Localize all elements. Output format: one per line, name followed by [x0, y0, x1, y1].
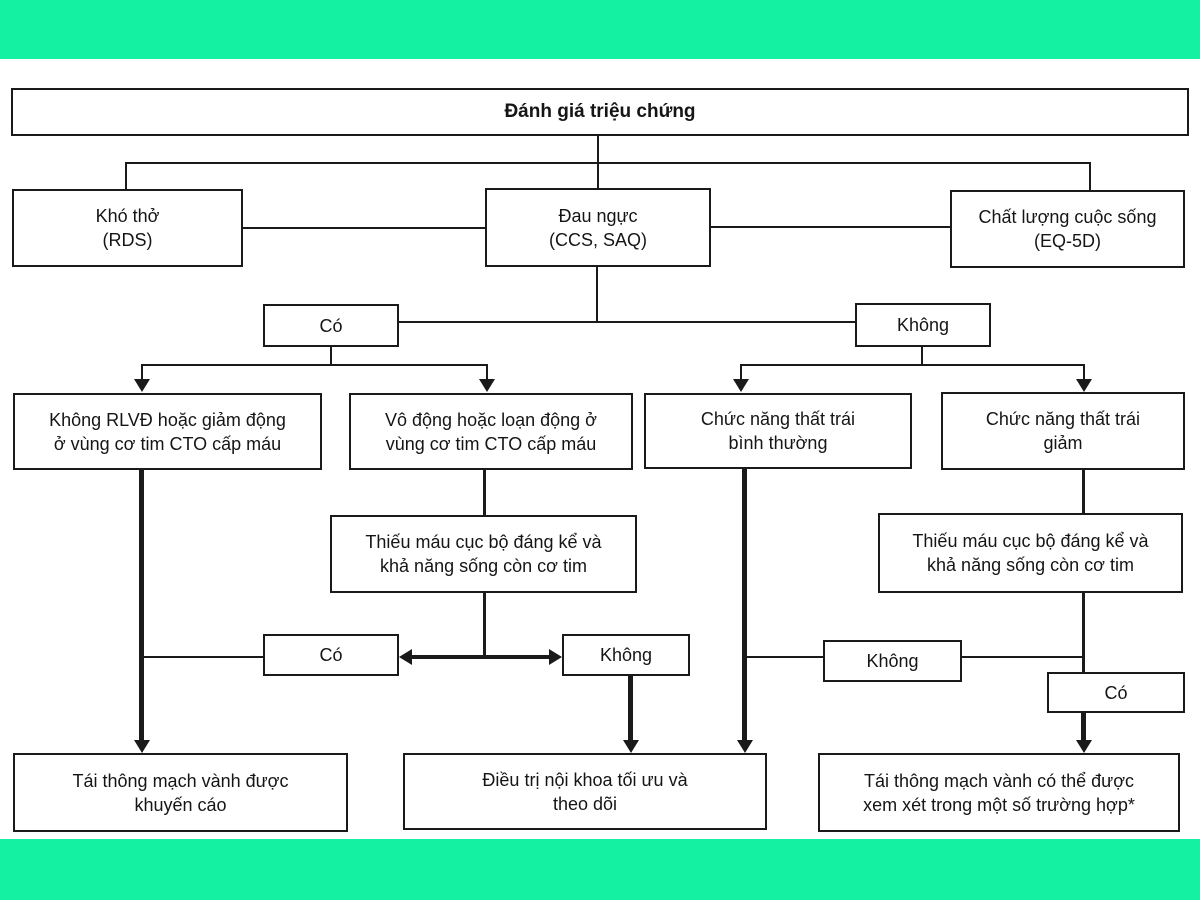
node-chest-pain-line1: Đau ngực — [558, 205, 638, 226]
connector-yes1-down — [330, 347, 332, 366]
node-revasc-recommended: Tái thông mạch vành được khuyến cáo — [13, 753, 348, 832]
node-no-2-label: Không — [599, 645, 653, 665]
node-symptom-assessment-label: Đánh giá triệu chứng — [504, 101, 696, 122]
node-yes-3-label: Có — [1104, 682, 1128, 703]
node-yes-2-label: Có — [319, 645, 343, 665]
connector-no2-down-thick — [628, 676, 633, 741]
connector-to-dyspnea — [125, 162, 127, 189]
connector-yes1-no1 — [399, 321, 855, 323]
connector-ischemiaright-down — [1082, 593, 1085, 673]
node-no-3: Không — [823, 640, 962, 682]
connector-no3-left — [744, 656, 823, 658]
connector-no1-left-stem — [740, 364, 742, 381]
bottom-green-band — [0, 839, 1200, 900]
arrowhead-double-right — [549, 649, 562, 665]
node-no-rwma-line2: ở vùng cơ tim CTO cấp máu — [53, 433, 282, 454]
node-no-3-label: Không — [866, 651, 919, 671]
node-lv-reduced-line1: Chức năng thất trái — [985, 409, 1141, 429]
node-revasc-considered: Tái thông mạch vành có thể được xem xét … — [818, 753, 1180, 832]
node-chest-pain: Đau ngực (CCS, SAQ) — [485, 188, 711, 267]
connector-yes2-to-leftline — [141, 656, 263, 658]
node-no-rwma: Không RLVĐ hoặc giảm động ở vùng cơ tim … — [13, 393, 322, 470]
connector-lvreduced-ischemia — [1082, 470, 1085, 514]
connector-double-arrow-shaft — [410, 655, 552, 659]
connector-no3-right — [962, 656, 1084, 658]
node-dyspnea: Khó thở (RDS) — [12, 189, 243, 267]
arrowhead-to-revasc-recommended — [134, 740, 150, 753]
node-dyspnea-line2: (RDS) — [102, 230, 153, 250]
node-no-1: Không — [855, 303, 991, 347]
connector-no1-right-stem — [1083, 364, 1085, 381]
connector-no1-split — [740, 364, 1085, 366]
connector-norwma-down-thick — [139, 470, 144, 741]
node-dyspnea-line1: Khó thở — [95, 206, 160, 226]
connector-yes3-down-thick — [1081, 713, 1086, 741]
node-yes-1: Có — [263, 304, 399, 347]
connector-chestpain-down — [596, 267, 598, 323]
node-ischemia-left-line1: Thiếu máu cục bộ đáng kể và — [365, 532, 602, 552]
node-lv-normal-line1: Chức năng thất trái — [700, 409, 856, 429]
arrowhead-to-no-rwma — [134, 379, 150, 392]
connector-no1-down — [921, 347, 923, 366]
connector-chestpain-qol — [710, 226, 950, 228]
node-no-1-label: Không — [896, 315, 950, 335]
node-ischemia-right-line2: khả năng sống còn cơ tim — [927, 555, 1134, 575]
node-akinesis: Vô động hoặc loạn động ở vùng cơ tim CTO… — [349, 393, 633, 470]
node-optimal-medical-therapy: Điều trị nội khoa tối ưu và theo dõi — [403, 753, 767, 830]
connector-row2-spine — [125, 162, 1091, 164]
connector-dyspnea-chestpain — [243, 227, 485, 229]
node-lv-reduced: Chức năng thất trái giảm — [941, 392, 1185, 470]
node-quality-of-life: Chất lượng cuộc sống (EQ-5D) — [950, 190, 1185, 268]
node-akinesis-line1: Vô động hoặc loạn động ở — [385, 409, 597, 430]
node-ischemia-left-line2: khả năng sống còn cơ tim — [380, 556, 587, 576]
node-omt-line1: Điều trị nội khoa tối ưu và — [482, 769, 688, 790]
arrowhead-no2-to-omt — [623, 740, 639, 753]
connector-yes1-left-stem — [141, 364, 143, 381]
node-lv-normal: Chức năng thất trái bình thường — [644, 393, 912, 469]
connector-ischemialeft-down — [483, 593, 486, 658]
node-symptom-assessment: Đánh giá triệu chứng — [11, 88, 1189, 136]
connector-akinesis-ischemia — [483, 470, 486, 516]
node-qol-line1: Chất lượng cuộc sống — [978, 207, 1157, 227]
arrowhead-to-lv-normal — [733, 379, 749, 392]
node-omt-line2: theo dõi — [552, 793, 618, 814]
node-lv-normal-line2: bình thường — [728, 433, 828, 453]
node-revasc-considered-line2: xem xét trong một số trường hợp* — [863, 794, 1135, 815]
node-akinesis-line2: vùng cơ tim CTO cấp máu — [385, 433, 597, 454]
arrowhead-to-akinesis — [479, 379, 495, 392]
node-lv-reduced-line2: giảm — [1043, 433, 1083, 453]
node-no-rwma-line1: Không RLVĐ hoặc giảm động — [49, 409, 286, 430]
node-no-2: Không — [562, 634, 690, 676]
node-ischemia-viability-right: Thiếu máu cục bộ đáng kể và khả năng sốn… — [878, 513, 1183, 593]
connector-yes1-right-stem — [486, 364, 488, 381]
arrowhead-to-revasc-considered — [1076, 740, 1092, 753]
connector-to-qol — [1089, 162, 1091, 191]
node-ischemia-right-line1: Thiếu máu cục bộ đáng kể và — [912, 531, 1149, 551]
connector-yes1-split — [141, 364, 488, 366]
node-revasc-considered-line1: Tái thông mạch vành có thể được — [864, 770, 1134, 791]
node-yes-3: Có — [1047, 672, 1185, 713]
arrowhead-lvnormal-to-omt — [737, 740, 753, 753]
node-chest-pain-line2: (CCS, SAQ) — [548, 229, 647, 250]
arrowhead-double-left — [399, 649, 412, 665]
connector-lvnormal-down-thick — [742, 469, 747, 741]
node-yes-1-label: Có — [319, 315, 343, 336]
node-revasc-recommended-line2: khuyến cáo — [134, 794, 227, 815]
node-yes-2: Có — [263, 634, 399, 676]
node-revasc-recommended-line1: Tái thông mạch vành được — [72, 770, 289, 791]
node-qol-line2: (EQ-5D) — [1034, 231, 1101, 251]
node-ischemia-viability-left: Thiếu máu cục bộ đáng kể và khả năng sốn… — [330, 515, 637, 593]
arrowhead-to-lv-reduced — [1076, 379, 1092, 392]
top-green-band — [0, 0, 1200, 59]
